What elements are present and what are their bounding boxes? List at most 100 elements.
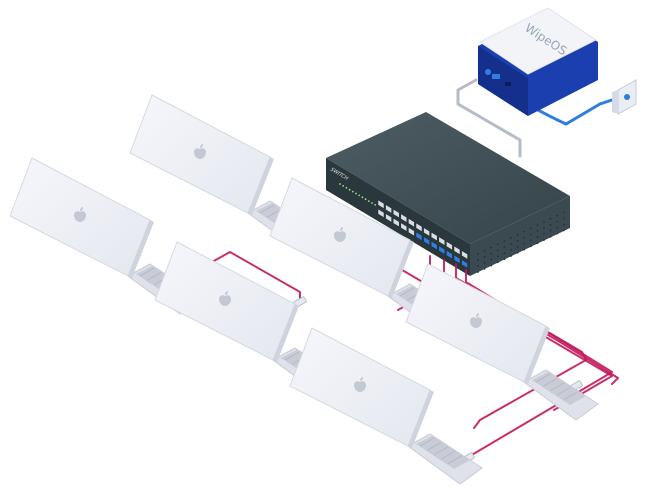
switch-port bbox=[430, 231, 438, 242]
switch-port bbox=[415, 222, 423, 233]
vent-hole bbox=[536, 230, 539, 233]
laptop-keyboard bbox=[532, 372, 586, 405]
vent-hole bbox=[529, 239, 532, 242]
vent-hole bbox=[562, 217, 565, 220]
vent-hole bbox=[477, 271, 479, 273]
laptop-lid-edge bbox=[128, 220, 154, 278]
switch-status-led bbox=[348, 188, 351, 191]
laptop-keyboard bbox=[416, 436, 470, 469]
switch-port bbox=[392, 217, 400, 228]
switch-port bbox=[415, 231, 423, 242]
switch-port bbox=[423, 227, 430, 237]
vent-hole bbox=[496, 243, 499, 246]
vent-hole bbox=[483, 267, 486, 270]
switch-port bbox=[461, 259, 468, 269]
switch-port bbox=[453, 245, 461, 256]
switch-port-array bbox=[339, 183, 468, 269]
apple-logo-icon bbox=[470, 313, 482, 328]
vent-hole bbox=[543, 239, 545, 241]
vent-hole bbox=[529, 233, 532, 236]
laptop bbox=[289, 327, 483, 485]
switch-port bbox=[438, 245, 446, 255]
switch-status-led bbox=[355, 192, 357, 195]
vent-hole bbox=[510, 243, 512, 245]
vent-hole bbox=[483, 249, 486, 252]
key-row bbox=[399, 287, 415, 297]
vent-hole bbox=[503, 258, 506, 261]
vent-hole bbox=[496, 249, 499, 252]
apple-logo-icon bbox=[194, 144, 206, 159]
vent-hole bbox=[536, 242, 539, 245]
key-row bbox=[139, 267, 155, 277]
vent-hole bbox=[556, 220, 559, 223]
key-row bbox=[146, 272, 162, 281]
key-row bbox=[563, 391, 579, 400]
vent-hole bbox=[536, 224, 539, 227]
vent-hole bbox=[562, 229, 565, 232]
vent-hole bbox=[516, 233, 519, 236]
switch-port bbox=[385, 213, 392, 223]
vent-hole bbox=[483, 255, 486, 258]
vent-hole bbox=[543, 221, 545, 223]
switch-port bbox=[392, 208, 400, 219]
switch-status-led bbox=[364, 198, 367, 201]
laptop-lid-edge bbox=[248, 157, 274, 215]
switch-status-led bbox=[358, 194, 361, 197]
laptop-lid-edge bbox=[273, 304, 299, 362]
switch-port bbox=[408, 226, 415, 237]
switch-port bbox=[408, 217, 415, 228]
switch-port bbox=[446, 240, 453, 251]
vent-hole bbox=[490, 264, 493, 267]
vent-hole bbox=[543, 233, 545, 235]
vent-hole bbox=[516, 251, 519, 254]
key-row bbox=[433, 446, 449, 456]
vent-hole bbox=[549, 235, 552, 238]
switch-status-led bbox=[351, 190, 354, 193]
ethernet-cable bbox=[455, 263, 587, 429]
vent-hole bbox=[549, 229, 552, 232]
vent-hole bbox=[510, 249, 512, 251]
vent-hole bbox=[562, 223, 565, 226]
key-row bbox=[426, 442, 442, 451]
switch-status-led bbox=[361, 196, 364, 199]
ethernet-cable bbox=[211, 251, 301, 303]
switch-vent-grid bbox=[477, 211, 565, 273]
vent-hole bbox=[496, 261, 499, 264]
key-row bbox=[259, 204, 275, 214]
apple-logo-icon bbox=[219, 291, 231, 306]
laptop-group bbox=[9, 94, 599, 485]
key-row bbox=[556, 386, 572, 396]
vent-hole bbox=[503, 240, 506, 243]
vent-hole bbox=[490, 246, 493, 249]
laptop-lid-edge bbox=[408, 390, 434, 448]
vent-hole bbox=[556, 232, 559, 235]
key-row bbox=[542, 378, 558, 387]
switch-port bbox=[377, 199, 385, 210]
vent-hole bbox=[477, 253, 479, 255]
vent-hole bbox=[529, 245, 532, 248]
key-row bbox=[535, 373, 551, 383]
vent-hole bbox=[503, 252, 506, 255]
vent-hole bbox=[496, 255, 499, 258]
device-to-switch-cable bbox=[456, 78, 522, 158]
switch-port bbox=[385, 204, 392, 214]
laptop bbox=[405, 263, 599, 421]
power-outlet-icon bbox=[612, 79, 637, 115]
key-row bbox=[284, 351, 300, 361]
apple-logo-icon bbox=[74, 207, 86, 222]
switch-status-led bbox=[345, 186, 348, 189]
apple-logo-icon bbox=[334, 227, 346, 242]
switch-port bbox=[453, 254, 461, 265]
vent-hole bbox=[523, 242, 526, 245]
vent-hole bbox=[503, 246, 506, 249]
switch-port bbox=[438, 236, 446, 246]
apple-logo-icon bbox=[354, 377, 366, 392]
vent-hole bbox=[490, 258, 493, 261]
key-row bbox=[549, 382, 565, 392]
switch-port bbox=[400, 213, 408, 223]
vent-hole bbox=[562, 211, 565, 214]
key-row bbox=[440, 450, 456, 460]
network-switch: SWITCH bbox=[326, 112, 570, 276]
vent-hole bbox=[516, 245, 519, 248]
